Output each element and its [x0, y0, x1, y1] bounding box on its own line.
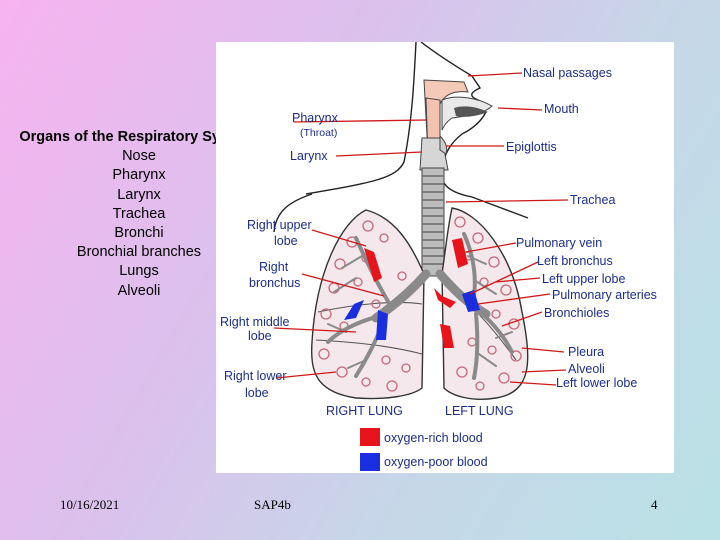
label-larynx: Larynx — [290, 149, 328, 163]
label-alveoli: Alveoli — [568, 362, 605, 376]
label-pulmonary-arteries: Pulmonary arteries — [552, 288, 657, 302]
respiratory-diagram-svg: Nasal passages Mouth Pharynx (Throat) La… — [220, 42, 657, 471]
organ-item: Nose — [122, 148, 156, 165]
legend-oxygen-rich-swatch — [360, 428, 380, 446]
label-mouth: Mouth — [544, 102, 579, 116]
organ-item: Alveoli — [117, 282, 161, 299]
label-right-bronchus-2: bronchus — [249, 276, 300, 290]
organ-item: Pharynx — [112, 167, 166, 184]
label-throat: (Throat) — [300, 127, 337, 139]
footer-code: SAP4b — [254, 497, 291, 512]
organ-item: Lungs — [119, 263, 159, 280]
label-left-bronchus: Left bronchus — [537, 254, 613, 268]
organs-list: Organs of the Respiratory System: Nose P… — [0, 128, 278, 301]
organ-item: Bronchi — [114, 225, 164, 242]
organ-item: Bronchial branches — [76, 244, 202, 261]
label-nasal-passages: Nasal passages — [523, 66, 612, 80]
page-number: 4 — [651, 497, 658, 512]
trachea — [421, 167, 445, 277]
organs-heading: Organs of the Respiratory System: — [19, 129, 259, 145]
label-right-upper-lobe-1: Right upper — [247, 218, 312, 232]
footer-date: 10/16/2021 — [60, 497, 120, 512]
label-pulmonary-vein: Pulmonary vein — [516, 236, 602, 250]
label-pharynx: Pharynx — [292, 111, 339, 125]
label-epiglottis: Epiglottis — [506, 140, 557, 154]
respiratory-diagram: Nasal passages Mouth Pharynx (Throat) La… — [216, 42, 674, 473]
organ-item: Trachea — [112, 205, 166, 222]
oxygen-rich-vessels — [364, 238, 468, 348]
tongue — [454, 106, 488, 117]
legend-oxygen-poor-label: oxygen-poor blood — [384, 455, 488, 469]
legend-oxygen-rich-label: oxygen-rich blood — [384, 431, 483, 445]
label-trachea: Trachea — [570, 193, 615, 207]
legend-oxygen-poor-swatch — [360, 453, 380, 471]
trachea-rings — [422, 175, 444, 265]
epiglottis — [439, 134, 448, 155]
label-bronchioles: Bronchioles — [544, 306, 609, 320]
label-right-lower-lobe-1: Right lower — [224, 369, 287, 383]
oxygen-poor-vessels — [344, 290, 480, 340]
label-left-lung: LEFT LUNG — [445, 404, 514, 418]
label-right-lower-lobe-2: lobe — [245, 386, 269, 400]
neck-outline — [305, 42, 417, 195]
label-right-middle-lobe-2: lobe — [248, 329, 272, 343]
organ-item: Larynx — [117, 186, 161, 203]
leader-lines — [273, 72, 569, 386]
label-right-middle-lobe-1: Right middle — [220, 315, 290, 329]
torso-outline — [273, 193, 313, 233]
label-right-upper-lobe-2: lobe — [274, 234, 298, 248]
label-right-lung: RIGHT LUNG — [326, 404, 403, 418]
label-pleura: Pleura — [568, 345, 604, 359]
label-right-bronchus-1: Right — [259, 260, 289, 274]
label-left-upper-lobe: Left upper lobe — [542, 272, 625, 286]
label-left-lower-lobe: Left lower lobe — [556, 376, 637, 390]
